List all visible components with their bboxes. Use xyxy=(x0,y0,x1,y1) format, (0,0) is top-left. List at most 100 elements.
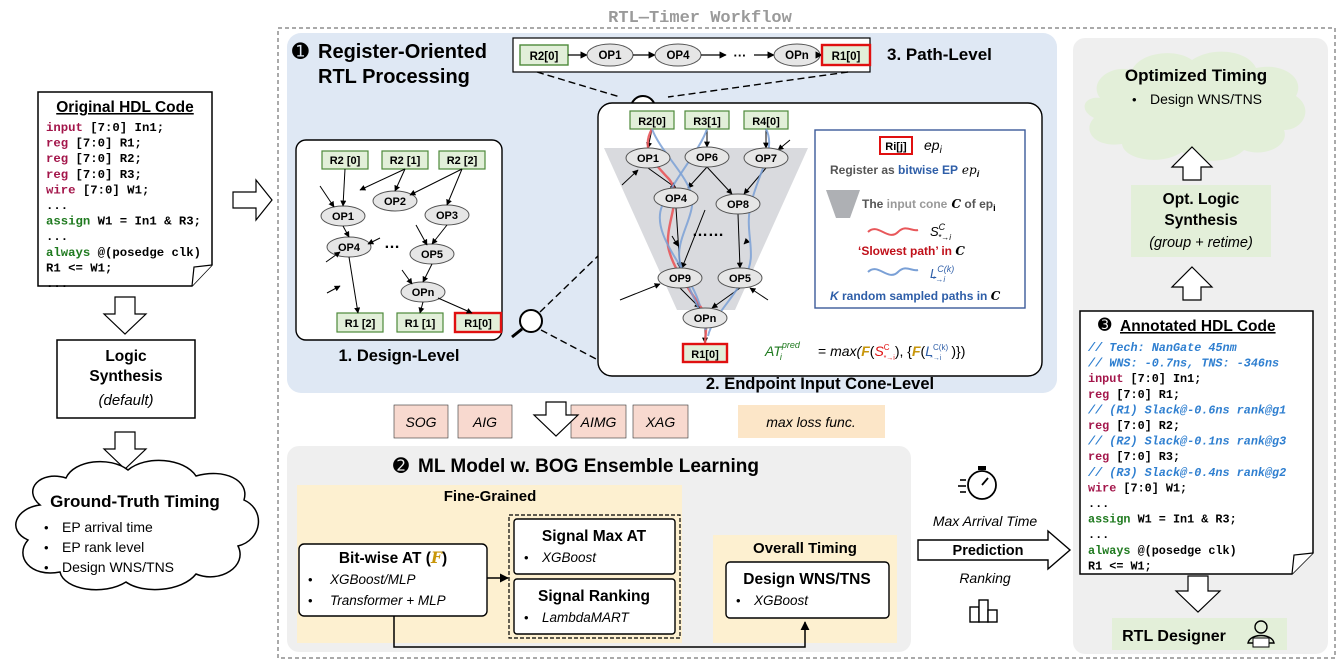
annotated-code-line: // (R1) Slack@-0.6ns rank@g1 xyxy=(1087,403,1286,417)
code-keyword: reg xyxy=(46,168,68,182)
ground-truth-item: Design WNS/TNS xyxy=(62,559,174,575)
code-text: [7:0] R1; xyxy=(1109,388,1180,402)
bitwise-to-wns-arrow xyxy=(393,616,810,648)
legend-blue-path xyxy=(867,267,919,276)
original-code-line: R1 <= W1; xyxy=(46,261,112,275)
svg-text:•: • xyxy=(44,560,49,575)
path-end-register: R1[0] xyxy=(832,51,861,63)
annotated-hdl-document: ➌ Annotated HDL Code // Tech: NanGate 45… xyxy=(1079,310,1314,575)
design-register: R2 [1] xyxy=(390,155,421,167)
ground-truth-items: •EP arrival time•EP rank level•Design WN… xyxy=(44,519,174,575)
annotated-code-line: ... xyxy=(1088,497,1109,511)
design-wns-item: XGBoost xyxy=(753,593,809,608)
path-link-right xyxy=(667,71,849,98)
code-text: // (R2) Slack@-0.1ns rank@g3 xyxy=(1087,435,1286,449)
cone-endpoint-register: R1[0] xyxy=(691,349,719,361)
bitwise-close: ) xyxy=(442,550,447,567)
code-keyword: reg xyxy=(46,137,68,151)
legend-ep-i-sub: i xyxy=(977,169,980,179)
arrow-up-1 xyxy=(1170,146,1214,181)
arrow-down-2 xyxy=(102,431,148,470)
section1-title-line2: RTL Processing xyxy=(318,66,470,88)
original-code-line: reg [7:0] R3; xyxy=(46,168,142,182)
original-code-line: wire [7:0] W1; xyxy=(46,183,149,197)
magnifier-icon-ep xyxy=(511,309,543,339)
formula-sup: pred xyxy=(781,340,801,350)
annotated-code-line: reg [7:0] R3; xyxy=(1088,450,1180,464)
feature-box-aimg: AIMG xyxy=(580,414,617,430)
signal-ranking-box: Signal Ranking • LambdaMART xyxy=(513,578,676,635)
legend-random: random sampled paths in xyxy=(839,289,991,303)
arrow-up-2 xyxy=(1170,266,1214,301)
arrow-down-1 xyxy=(102,296,148,335)
original-code-line: reg [7:0] R2; xyxy=(46,152,142,166)
original-code-line: input [7:0] In1; xyxy=(46,121,164,135)
signal-ranking-title: Signal Ranking xyxy=(538,588,650,605)
annotated-code-line: always @(posedge clk) xyxy=(1088,544,1237,558)
code-text: [7:0] R2; xyxy=(1109,419,1180,433)
code-text: ... xyxy=(1088,528,1109,542)
cone-op-node: OP4 xyxy=(665,193,688,205)
fine-grained-label: Fine-Grained xyxy=(444,488,537,505)
original-code-line: always @(posedge clk) xyxy=(46,246,201,260)
signal-max-at-box: Signal Max AT • XGBoost xyxy=(513,518,676,575)
legend-k: K xyxy=(830,289,840,303)
svg-text:•: • xyxy=(524,610,529,625)
code-keyword: always xyxy=(1088,544,1130,558)
cone-link-top xyxy=(539,255,599,313)
cone-op-node: OPn xyxy=(694,313,717,325)
arrow-right-hdl xyxy=(232,178,273,222)
original-code-line: ... xyxy=(46,230,68,244)
annotated-code-line: ... xyxy=(1088,528,1109,542)
legend-cone-c: C xyxy=(947,197,961,211)
design-register: R1 [1] xyxy=(405,318,436,330)
annotated-number: ➌ xyxy=(1098,317,1112,334)
path-link-left xyxy=(536,71,621,98)
annotated-code-line: reg [7:0] R1; xyxy=(1088,388,1180,402)
design-ellipsis: … xyxy=(384,235,400,252)
optimized-timing-item: Design WNS/TNS xyxy=(1150,91,1262,107)
code-text: [7:0] R3; xyxy=(1109,450,1180,464)
opt-logic-line1: Opt. Logic xyxy=(1163,191,1240,208)
section1-number: ➊ xyxy=(292,41,309,63)
feature-box-xag: XAG xyxy=(645,414,676,430)
design-op-node: OPn xyxy=(412,287,435,299)
cone-op-node: OP8 xyxy=(727,199,749,211)
signal-max-at-title: Signal Max AT xyxy=(542,528,647,545)
opt-logic-sub: (group + retime) xyxy=(1149,235,1253,251)
cone-op-node: OP1 xyxy=(637,153,659,165)
design-register: R2 [2] xyxy=(447,155,478,167)
cone-legend: Ri[j] epi Register as bitwise EP epi The… xyxy=(814,129,1026,309)
prediction-arrow xyxy=(917,529,1072,571)
legend-rij: Ri[j] xyxy=(885,141,907,153)
code-text: ... xyxy=(46,199,68,213)
code-text: // (R1) Slack@-0.6ns rank@g1 xyxy=(1087,403,1286,417)
section1-title-line1: Register-Oriented xyxy=(318,41,487,63)
legend-bitwise-ep: bitwise EP xyxy=(898,163,958,177)
cone-ellipsis: …… xyxy=(692,223,724,240)
annotated-code-line: assign W1 = In1 & R3; xyxy=(1088,513,1237,527)
designer-icon xyxy=(1247,620,1275,648)
signal-max-at-item: XGBoost xyxy=(541,550,597,565)
svg-text:•: • xyxy=(308,572,313,587)
cone-op-node: OP9 xyxy=(669,273,691,285)
design-op-node: OP2 xyxy=(384,196,406,208)
logic-synthesis-box: Logic Synthesis (default) xyxy=(56,339,196,419)
feature-box-sog: SOG xyxy=(405,414,436,430)
svg-text:•: • xyxy=(1132,92,1137,107)
design-level-label: 1. Design-Level xyxy=(338,347,459,365)
bitwise-at-box: Bit-wise AT (F) • XGBoost/MLP • Transfor… xyxy=(298,543,488,617)
signal-ranking-item: LambdaMART xyxy=(542,610,631,625)
arrow-down-features xyxy=(532,401,580,437)
prediction-label: Prediction xyxy=(953,543,1024,559)
svg-text:•: • xyxy=(736,593,741,608)
design-op-node: OP1 xyxy=(332,211,354,223)
original-code-line: reg [7:0] R1; xyxy=(46,137,142,151)
design-register: R2 [0] xyxy=(330,155,361,167)
code-text: [7:0] R3; xyxy=(68,168,142,182)
ground-truth-cloud: Ground-Truth Timing •EP arrival time•EP … xyxy=(15,459,260,591)
legend-cone-sub: i xyxy=(993,203,996,213)
annotated-code-line: // (R2) Slack@-0.1ns rank@g3 xyxy=(1087,435,1286,449)
svg-text:•: • xyxy=(308,593,313,608)
